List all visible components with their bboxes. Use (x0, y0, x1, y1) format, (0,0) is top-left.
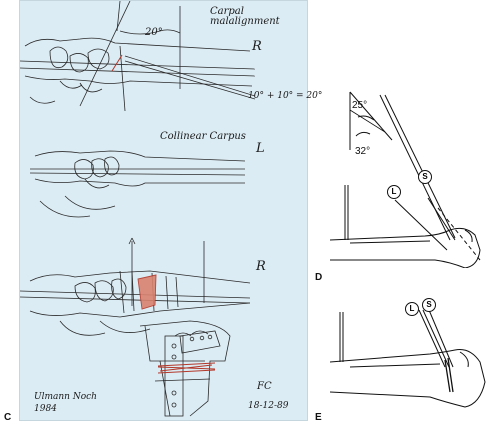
side-l-label: L (256, 141, 265, 156)
sketch-drawing-c (20, 1, 256, 417)
panel-e-letter: E (315, 412, 322, 423)
diagram-drawing-d (330, 91, 481, 268)
signature: Ulmann Noch 1984 (34, 392, 97, 414)
panel-c-letter: C (4, 412, 12, 423)
sketch-date: 18-12-89 (248, 401, 289, 411)
marker-l-d: L (387, 185, 401, 199)
angle-sum-label: 10° + 10° = 20° (248, 91, 323, 101)
side-r-label-2: R (256, 259, 266, 274)
diagram-panel-e: L S (330, 292, 490, 417)
marker-s-d: S (418, 170, 432, 184)
initials: FC (257, 381, 272, 392)
diagram-panel-d: 25° 32° L S (330, 90, 490, 268)
carpal-malalignment-note: Carpal malalignment (210, 6, 280, 27)
marker-s-e: S (422, 298, 436, 312)
collinear-carpus-note: Collinear Carpus (160, 131, 246, 142)
angle-25-label: 25° (352, 100, 368, 111)
sketch-panel-c: Carpal malalignment 20° R 10° + 10° = 20… (19, 0, 322, 421)
marker-l-e: L (405, 302, 419, 316)
panel-d-letter: D (315, 272, 323, 283)
diagram-drawing-e (330, 309, 486, 408)
side-r-label-1: R (252, 39, 262, 54)
angle-top-label: 20° (145, 27, 163, 38)
angle-32-label: 32° (355, 146, 371, 157)
